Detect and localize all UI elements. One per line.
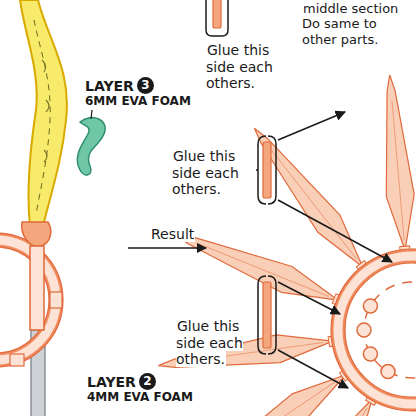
material-label-text: 4MM EVA FOAM: [86, 390, 194, 404]
blade-detail: [34, 20, 50, 215]
callout-number: 2: [139, 373, 156, 390]
knob: [381, 365, 395, 379]
layer-label: LAYER: [86, 374, 137, 391]
callout-number-text: 3: [137, 77, 154, 94]
foam-strip: [263, 282, 271, 348]
leader-arrow: [278, 200, 392, 262]
material-label: 6MM EVA FOAM: [84, 94, 204, 108]
glue-note-text: Glue this side each others.: [172, 148, 239, 197]
guard: [22, 222, 51, 246]
glue-note: Glue this side each others.: [172, 148, 252, 198]
glue-note: Glue this side each others.: [206, 42, 286, 92]
note-text: middle section Do same to other parts.: [302, 1, 412, 47]
guard-bar: [30, 246, 44, 330]
foam-strip: [263, 142, 271, 198]
result-label-text: Result: [150, 226, 195, 242]
knob: [357, 323, 371, 337]
leader-line: [91, 110, 92, 119]
layer3-piece: [77, 118, 105, 175]
material-label: 4MM EVA FOAM: [86, 390, 206, 404]
wheel: [331, 249, 416, 411]
knob: [363, 347, 377, 361]
glue-note: Glue this side each others.: [176, 318, 256, 368]
material-label-text: 6MM EVA FOAM: [84, 94, 192, 108]
leader-arrow: [278, 282, 340, 314]
glue-note-text: Glue this side each others.: [206, 42, 273, 91]
layer-label-text: LAYER: [84, 78, 135, 94]
leader-arrow: [278, 112, 345, 140]
bracket: [206, 0, 228, 36]
bracket: [258, 276, 276, 354]
leader-arrow: [278, 350, 348, 388]
yellow-blade: [20, 0, 67, 226]
result-label: Result: [150, 226, 195, 243]
result-arrow: [128, 247, 206, 249]
bracket: [258, 136, 276, 204]
petal-blade: [192, 359, 360, 416]
layer-label-text: LAYER: [86, 374, 137, 390]
glue-note-text: Glue this side each others.: [176, 318, 243, 367]
blade-detail: [42, 60, 49, 162]
callout-number-text: 2: [139, 373, 156, 390]
left-ring: [0, 233, 63, 367]
petal-blade: [376, 74, 416, 260]
note-text-text: middle section Do same to other parts.: [302, 1, 398, 47]
foam-strip: [213, 0, 221, 28]
knob: [363, 299, 377, 313]
layer-label: LAYER: [84, 78, 135, 95]
leader-line: [256, 169, 258, 171]
petal-blade: [169, 221, 350, 316]
callout-number: 3: [137, 77, 154, 94]
